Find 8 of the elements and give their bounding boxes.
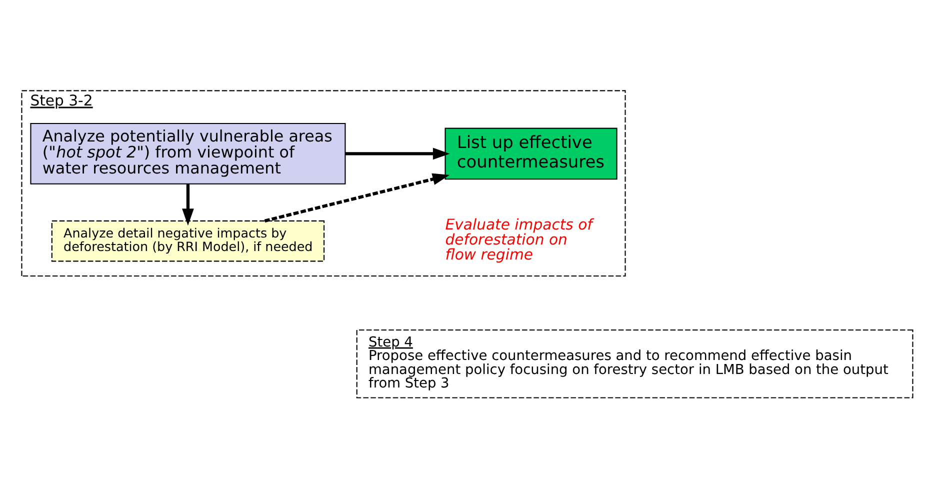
arrow — [182, 184, 194, 226]
arrow — [264, 172, 450, 222]
node-box: Analyze detail negative impacts by deforestation (by RRI Model), if needed — [51, 220, 325, 262]
node-box: Analyze potentially vulnerable areas ("hot spot 2") from viewpoint of water resources management — [30, 122, 346, 184]
node-box: Step 4 Propose effective countermeasures and to recommend effective basin management policy focusing on forestry sector in LMB based on the output from Step 3 — [356, 328, 914, 398]
node-box: List up effective countermeasures — [444, 127, 618, 180]
arrow — [345, 147, 450, 160]
node-label: Evaluate impacts of deforestation on flow regime — [445, 216, 592, 263]
